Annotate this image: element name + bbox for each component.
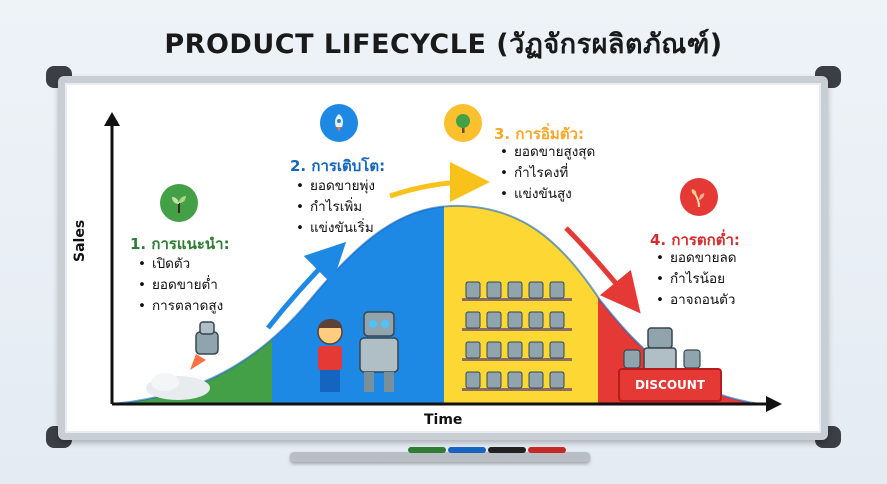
shelf-robot: [486, 281, 502, 299]
discount-bin: DISCOUNT: [618, 368, 722, 402]
shelf-robot: [549, 341, 565, 359]
shelf-robot: [486, 311, 502, 329]
shelf: [462, 388, 572, 391]
y-axis-arrowhead: [104, 112, 120, 126]
shelf: [462, 298, 572, 301]
boy-and-robot-illustration: [317, 311, 399, 392]
shelf-robot: [549, 371, 565, 389]
decline-arrow: [564, 226, 641, 314]
shelf-robot: [528, 311, 544, 329]
shelf-robot: [486, 341, 502, 359]
shelf: [462, 358, 572, 361]
stage-4-bullet: ยอดขายลด: [656, 248, 737, 269]
stage-3-bullet: กำไรคงที่: [500, 163, 595, 184]
x-axis-label: Time: [424, 412, 463, 428]
rocket-icon: [320, 104, 358, 142]
stage-2-bullet: ยอดขายพุ่ง: [296, 176, 375, 197]
shelf-robot: [465, 371, 481, 389]
marker-black: [488, 447, 526, 453]
shelf-robot: [507, 371, 523, 389]
stage-3-bullet: ยอดขายสูงสุด: [500, 142, 595, 163]
stage-1-bullet: การตลาดสูง: [138, 296, 223, 317]
stage-1-bullet: ยอดขายต่ำ: [138, 275, 223, 296]
stage-2-bullet: กำไรเพิ่ม: [296, 197, 375, 218]
shelf-robot: [528, 341, 544, 359]
withered-plant-icon: [680, 178, 718, 216]
shelf-robot: [528, 371, 544, 389]
shelf-robot: [549, 281, 565, 299]
marker-green: [408, 447, 446, 453]
stage-2-bullets: ยอดขายพุ่ง กำไรเพิ่ม แข่งขันเริ่ม: [296, 176, 375, 239]
stage-4-bullet: อาจถอนตัว: [656, 290, 737, 311]
marker-blue: [448, 447, 486, 453]
shelf-robot: [465, 311, 481, 329]
stage-1-bullets: เปิดตัว ยอดขายต่ำ การตลาดสูง: [138, 254, 223, 317]
growth-arrow: [266, 241, 347, 330]
marker-tray: [290, 452, 590, 462]
stage-1-bullet: เปิดตัว: [138, 254, 223, 275]
stage-2-bullet: แข่งขันเริ่ม: [296, 218, 375, 239]
shelf-robot: [549, 311, 565, 329]
stage-1-title: 1. การแนะนำ:: [130, 235, 230, 253]
marker-red: [528, 447, 566, 453]
shelf-robot: [507, 341, 523, 359]
shelf-robot: [507, 311, 523, 329]
tree-icon: [444, 104, 482, 142]
stage-4-bullet: กำไรน้อย: [656, 269, 737, 290]
sales-curve: [111, 204, 761, 405]
shelf-robot: [465, 281, 481, 299]
x-axis-arrowhead: [766, 396, 782, 412]
stage-3-bullets: ยอดขายสูงสุด กำไรคงที่ แข่งขันสูง: [500, 142, 595, 205]
shelf-robot: [465, 341, 481, 359]
page-title: PRODUCT LIFECYCLE (วัฏจักรผลิตภัณฑ์): [164, 29, 723, 60]
rocket-robot-illustration: [146, 321, 219, 400]
shelf-robot: [507, 281, 523, 299]
maturity-arrow: [389, 162, 490, 203]
stage-3-bullet: แข่งขันสูง: [500, 184, 595, 205]
shelf-robot: [528, 281, 544, 299]
robot-shelves-illustration: [462, 281, 572, 391]
stage-4-bullets: ยอดขายลด กำไรน้อย อาจถอนตัว: [656, 248, 737, 311]
y-axis-label: Sales: [72, 219, 88, 262]
stage-2-title: 2. การเติบโต:: [290, 157, 386, 175]
shelf-robot: [486, 371, 502, 389]
stage-3-title: 3. การอิ่มตัว:: [494, 125, 584, 143]
stage-4-title: 4. การตกต่ำ:: [650, 231, 740, 249]
shelf: [462, 328, 572, 331]
sprout-icon: [160, 184, 198, 222]
